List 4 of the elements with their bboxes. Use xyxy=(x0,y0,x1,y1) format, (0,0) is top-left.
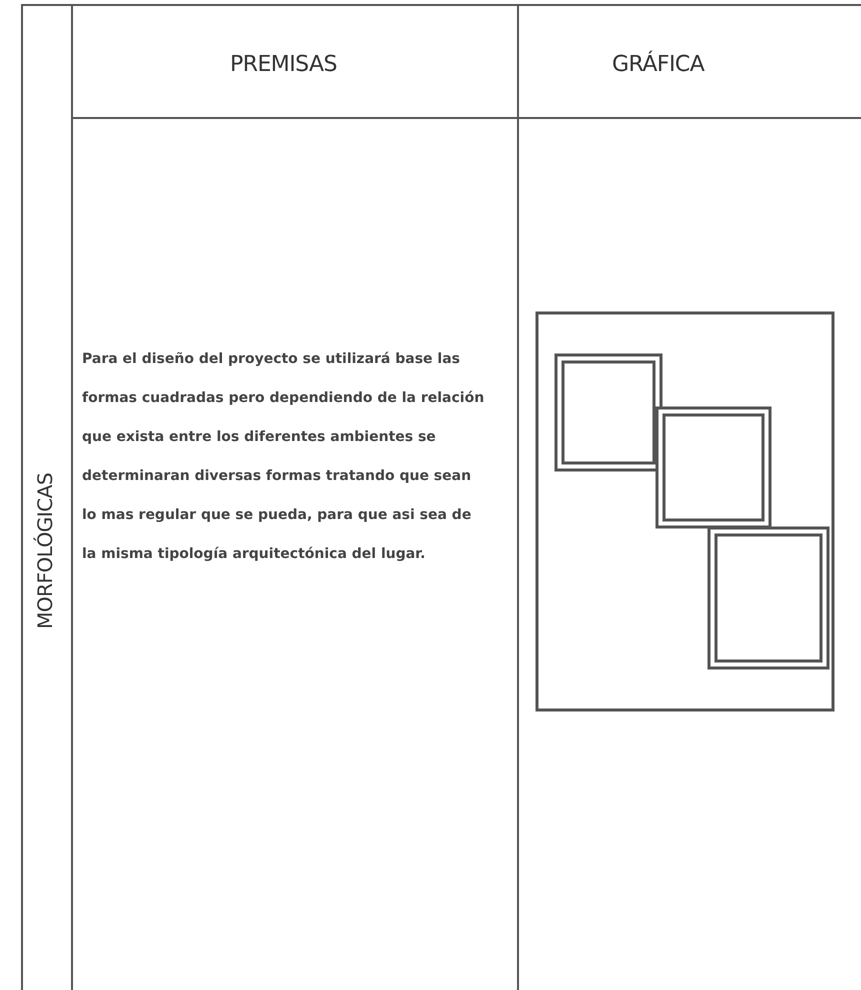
premise-paragraph: Para el diseño del proyecto se utilizará base las formas cuadradas pero dependiendo de la relación que exista entre los diferentes ambientes se determinaran diversas formas tratando que sean lo mas regular que se pueda, para que asi sea de la misma tipología arquitectónica del lugar. xyxy=(82,350,486,564)
column-header: GRÁFICA xyxy=(612,50,704,79)
row-header: MORFOLÓGICAS xyxy=(32,472,58,632)
column-header: PREMISAS xyxy=(230,51,337,79)
